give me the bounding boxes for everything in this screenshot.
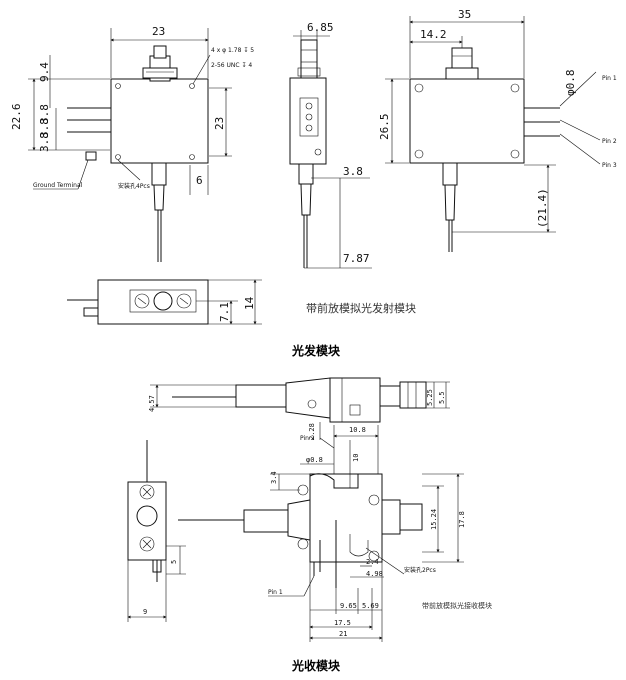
- tx-description: 带前放模拟光发射模块: [306, 301, 416, 315]
- tx-thread-note: 2-56 UNC ↧ 4: [211, 62, 252, 69]
- tx-bottom-view: 14 7.1 带前放模拟光发射模块: [67, 279, 416, 325]
- rx-top-view: 4.57 5.25 5.5 2.28: [148, 377, 450, 440]
- rx-h-1524-dim: 15.24: [430, 509, 438, 530]
- rx-d-569-dim: 5.69: [362, 602, 379, 610]
- tx-bottom-screw-icon: [134, 293, 150, 309]
- tx-front-view: 23 22.6 9.4 3.8 3.8 3.8 23 6 4 x φ 1.78 …: [10, 25, 254, 262]
- rx-d-498-dim: 4.98: [366, 570, 383, 578]
- tx-holes-note: 4 x φ 1.78 ↧ 5: [211, 47, 254, 54]
- rx-d-21-dim: 21: [339, 630, 347, 638]
- rx-h-10-dim: 10: [352, 454, 360, 462]
- tx-back-tail-dim: (21.4): [536, 188, 549, 228]
- tx-back-height-dim: 26.5: [378, 114, 391, 141]
- tx-bottom-body: [97, 279, 209, 325]
- tx-front-right-dim: 23: [213, 117, 226, 130]
- rx-top-457-dim: 4.57: [148, 395, 156, 412]
- tx-bottom-screw-icon: [176, 293, 192, 309]
- tx-bottom-h1-dim: 7.1: [218, 302, 231, 322]
- tx-back-body: [409, 78, 525, 164]
- rx-top-hole-icon: [307, 399, 317, 409]
- tx-side-view: 6.85 3.8 7.87: [289, 21, 372, 269]
- rx-left-34-dim: 3.4: [270, 471, 278, 484]
- tx-side-screw-icon: [314, 148, 322, 156]
- tx-side-tail-dim: 7.87: [343, 252, 370, 265]
- tx-back-offset-dim: 14.2: [420, 28, 447, 41]
- tx-front-body: [110, 78, 209, 164]
- tx-ground-note: Ground Terminal: [33, 182, 83, 189]
- rx-caption: 光收模块: [292, 659, 341, 673]
- tx-pin1-label: Pin 1: [602, 75, 617, 82]
- tx-side-screw-icon: [305, 113, 313, 121]
- tx-front-height-dim: 22.6: [10, 104, 23, 131]
- rx-d-24-dim: 2.4: [366, 558, 379, 566]
- tx-back-screw-icon: [510, 149, 520, 159]
- tx-bottom-h2-dim: 14: [243, 296, 256, 310]
- tx-front-hole-icon: [115, 83, 121, 89]
- tx-back-view: 35 14.2 26.5 (21.4) φ0.8 Pin 1 Pin 2 Pin…: [378, 8, 617, 252]
- tx-back-screw-icon: [414, 83, 424, 93]
- tx-pitch-dim: 3.8: [38, 118, 51, 138]
- rx-pin-dia-dim: φ0.8: [306, 456, 323, 464]
- tx-pin2-label: Pin 2: [602, 138, 617, 145]
- rx-side-port-icon: [136, 505, 158, 527]
- tx-back-width-dim: 35: [458, 8, 471, 21]
- rx-width-108-dim: 10.8: [349, 426, 366, 434]
- rx-mount-note: 安装孔2Pcs: [404, 566, 436, 574]
- rx-side-view: 5 9: [127, 440, 186, 622]
- rx-pin2-label: Pin 2: [300, 435, 315, 442]
- rx-front-body: [309, 473, 383, 563]
- tx-pin3-label: Pin 3: [602, 162, 617, 169]
- rx-side-screw-icon: [139, 536, 155, 552]
- rx-h-178-dim: 17.8: [458, 511, 466, 528]
- rx-side-5-dim: 5: [170, 560, 178, 564]
- rx-front-screw-icon: [368, 494, 380, 506]
- rx-front-screw-icon: [297, 538, 309, 550]
- tx-side-screw-icon: [305, 124, 313, 132]
- tx-front-hole-icon: [189, 154, 195, 160]
- tx-front-width-dim: 23: [152, 25, 165, 38]
- tx-front-hole-icon: [115, 154, 121, 160]
- rx-side-screw-icon: [139, 484, 155, 500]
- rx-top-525-dim: 5.25: [426, 389, 434, 406]
- tx-side-fiber-dim: 3.8: [343, 165, 363, 178]
- tx-front-hole-icon: [189, 83, 195, 89]
- tx-front-offset-dim: 6: [196, 174, 203, 187]
- tx-front-top-dim: 9.4: [38, 62, 51, 82]
- rx-front-view: 10.8 10 Pin 2 φ0.8 3.4 17.8 15.24 2.4 4.…: [178, 425, 492, 642]
- tx-mount-note: 安装孔4Pcs: [118, 182, 150, 190]
- rx-side-9-dim: 9: [143, 608, 147, 616]
- rx-description: 带前放模拟光接收模块: [422, 601, 492, 610]
- tx-back-screw-icon: [510, 83, 520, 93]
- rx-pin1-label: Pin 1: [268, 589, 283, 596]
- tx-side-screw-icon: [305, 102, 313, 110]
- rx-d-965-dim: 9.65: [340, 602, 357, 610]
- rx-front-screw-icon: [368, 550, 380, 562]
- tx-caption: 光发模块: [292, 344, 341, 358]
- tx-pitch-dim: 3.8: [38, 132, 51, 152]
- rx-top-55-dim: 5.5: [438, 391, 446, 404]
- tx-back-pin-dia-dim: φ0.8: [564, 70, 577, 97]
- rx-d-175-dim: 17.5: [334, 619, 351, 627]
- rx-top-body: [329, 377, 381, 423]
- tx-back-screw-icon: [414, 149, 424, 159]
- tx-bottom-port-icon: [153, 291, 173, 311]
- tx-pitch-dim: 3.8: [38, 104, 51, 124]
- tx-side-width-dim: 6.85: [307, 21, 334, 34]
- rx-pin-top-dim: 2.28: [308, 423, 316, 440]
